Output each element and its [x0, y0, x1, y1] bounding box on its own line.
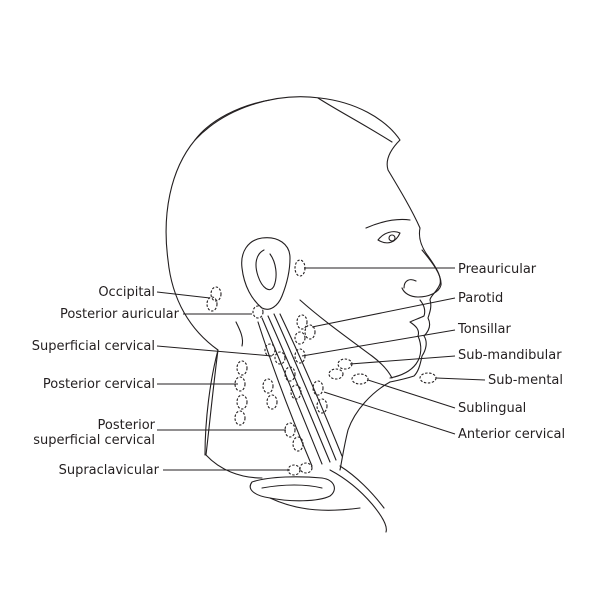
label-preauricular: Preauricular — [458, 262, 537, 277]
leader-parotid — [311, 297, 456, 328]
label-supraclavicular: Supraclavicular — [58, 463, 159, 478]
posterior-cervical-node — [234, 410, 246, 426]
cervical-chain-node — [284, 366, 296, 382]
label-tonsillar: Tonsillar — [458, 322, 511, 337]
anterior-cervical-node — [316, 398, 328, 414]
anterior-cervical-node — [312, 380, 324, 396]
clavicle-inner — [261, 484, 323, 489]
lips — [409, 299, 426, 337]
superficial-cervical-node — [274, 351, 286, 365]
jaw-line — [299, 299, 393, 379]
parotid-node — [296, 314, 308, 330]
label-parotid: Parotid — [458, 291, 504, 306]
posterior-auricular-node — [252, 305, 264, 319]
scm-fibre — [279, 313, 343, 457]
label-sublingual: Sublingual — [458, 401, 527, 416]
scm-fibre — [267, 315, 331, 463]
scm-fibre — [257, 321, 313, 467]
label-occipital: Occipital — [98, 285, 155, 300]
label-anterior-cervical: Anterior cervical — [458, 427, 566, 442]
posterior-superficial-cervical-node — [292, 436, 304, 452]
leader-anterior-cervical — [323, 391, 456, 435]
leader-occipital — [156, 291, 211, 299]
posterior-superficial-cervical-node — [284, 422, 296, 438]
submandibular-node — [328, 368, 344, 380]
leader-sublingual — [367, 379, 456, 409]
submandibular-node — [337, 358, 353, 370]
label-superficial-cervical: Superficial cervical — [31, 339, 155, 354]
nape-notch — [235, 321, 244, 347]
label-submental: Sub-mental — [488, 373, 564, 388]
ear-inner — [255, 249, 277, 291]
cervical-chain-node — [262, 378, 274, 394]
nose — [401, 249, 442, 298]
leader-submandibular — [349, 355, 456, 365]
ear-outer — [241, 237, 291, 310]
scm-fibre — [261, 317, 323, 465]
posterior-cervical-node — [236, 360, 248, 376]
eye — [377, 231, 401, 244]
lymph-node-group — [206, 259, 437, 476]
leader-lines — [156, 267, 486, 471]
label-posterior-auricular: Posterior auricular — [59, 307, 179, 322]
neck-front — [339, 381, 391, 471]
sternum-2 — [339, 465, 385, 509]
sublingual-node — [351, 373, 369, 385]
label-posterior-superficial-cervical: Posterior superficial cervical — [33, 418, 155, 448]
label-posterior-cervical: Posterior cervical — [42, 377, 155, 392]
sternum — [329, 469, 387, 533]
label-posterior-superficial-cervical-line1: Posterior — [97, 418, 155, 433]
scm-fibre — [273, 313, 337, 461]
tonsillar-node — [294, 348, 306, 364]
eyebrow — [365, 218, 411, 229]
occipital-node — [206, 296, 218, 312]
chin — [389, 335, 422, 379]
supraclavicular-node — [299, 462, 313, 474]
label-posterior-superficial-cervical-line2: superficial cervical — [33, 433, 155, 448]
label-submandibular: Sub-mandibular — [458, 348, 562, 363]
temple-line — [317, 97, 393, 143]
hair-line — [194, 99, 271, 141]
preauricular-node — [294, 259, 306, 277]
head-outline — [165, 96, 441, 456]
submental-node — [419, 372, 437, 384]
parotid-node — [304, 324, 316, 340]
cervical-chain-node — [266, 394, 278, 410]
posterior-cervical-node — [236, 394, 248, 410]
neck-back — [205, 349, 219, 456]
clavicle — [249, 476, 335, 502]
leader-superficial-cervical — [156, 345, 273, 357]
superficial-cervical-node — [264, 343, 276, 357]
rib-line — [269, 497, 361, 511]
posterior-cervical-node — [234, 376, 246, 392]
leader-tonsillar — [301, 329, 456, 357]
shoulder-line — [205, 454, 263, 479]
cervical-chain-node — [290, 384, 302, 400]
leader-submental — [435, 377, 486, 381]
nostril — [403, 279, 417, 289]
pupil — [388, 234, 396, 242]
parotid-node — [294, 331, 306, 345]
